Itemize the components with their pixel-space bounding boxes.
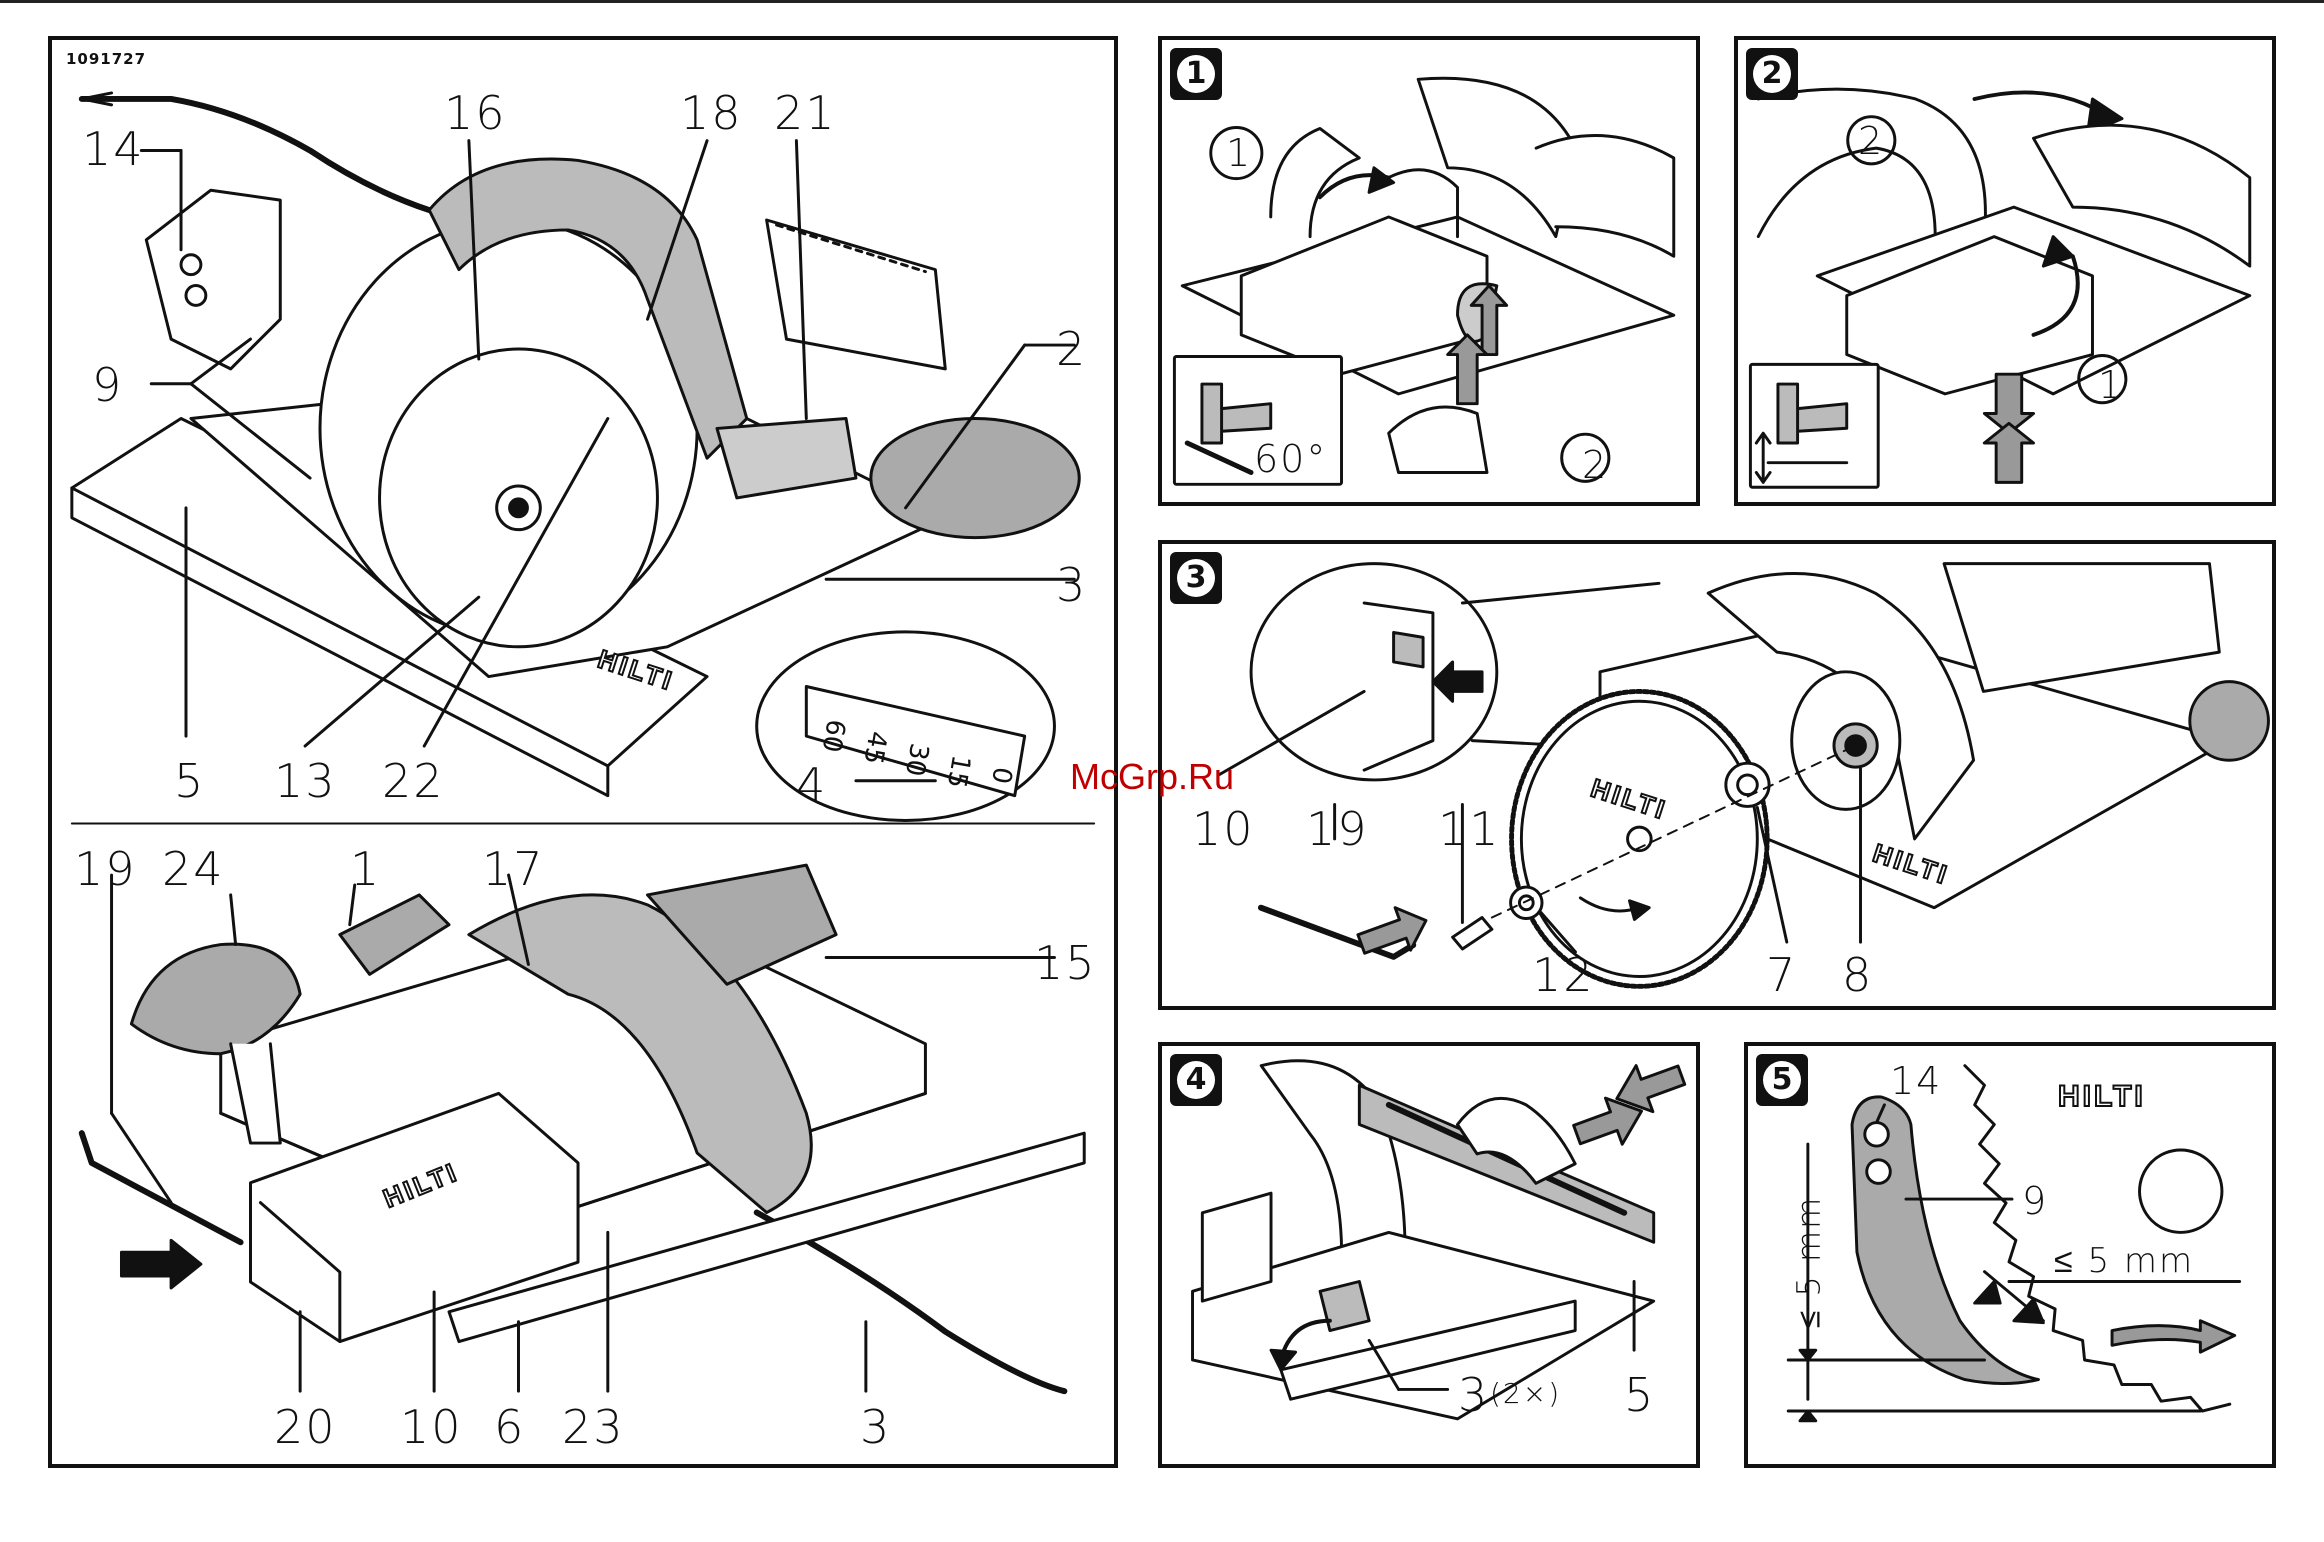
step-3-label-11: 11 <box>1438 806 1501 852</box>
label-24: 24 <box>162 846 225 892</box>
step-3-badge: 3 <box>1170 552 1222 604</box>
step-5-panel: 5 14 9 ≤ 5 mm ≤ 5 mm HILTI <box>1744 1042 2276 1468</box>
step-3-badge-number: 3 <box>1177 559 1215 597</box>
step-4-badge: 4 <box>1170 1054 1222 1106</box>
scale-mark: 30 <box>899 741 934 779</box>
step-1-angle: 60° <box>1254 440 1327 478</box>
step-4-label-3: 3 <box>1458 1372 1489 1418</box>
step-3-label-8: 8 <box>1842 952 1873 998</box>
step-4-drawing <box>1162 1046 1696 1464</box>
step-3-label-12: 12 <box>1532 952 1595 998</box>
label-6: 6 <box>494 1404 525 1450</box>
step-5-dim-vertical: ≤ 5 mm <box>1792 1196 1824 1329</box>
step-2-marker-2: 2 <box>1858 122 1884 160</box>
label-16: 16 <box>444 90 507 136</box>
label-20: 20 <box>274 1404 337 1450</box>
label-18: 18 <box>680 90 743 136</box>
step-5-label-14: 14 <box>1890 1062 1942 1100</box>
scale-mark: 60 <box>816 717 851 755</box>
scale-mark: 15 <box>941 753 976 791</box>
label-23: 23 <box>562 1404 625 1450</box>
step-1-badge: 1 <box>1170 48 1222 100</box>
step-2-panel: 2 2 1 <box>1734 36 2276 506</box>
label-15: 15 <box>1034 940 1097 986</box>
step-5-brand: HILTI <box>2058 1080 2146 1114</box>
label-17: 17 <box>482 846 545 892</box>
step-4-label-5: 5 <box>1624 1372 1655 1418</box>
label-3-bottom: 3 <box>860 1404 891 1450</box>
step-1-badge-number: 1 <box>1177 55 1215 93</box>
step-4-label-3-suffix: (2×) <box>1490 1380 1561 1408</box>
label-9: 9 <box>92 362 123 408</box>
step-1-marker-2: 2 <box>1582 446 1608 484</box>
step-2-badge: 2 <box>1746 48 1798 100</box>
label-3-top: 3 <box>1056 562 1087 608</box>
label-22: 22 <box>382 758 445 804</box>
step-1-panel: 1 1 2 60° <box>1158 36 1700 506</box>
step-5-badge-number: 5 <box>1763 1061 1801 1099</box>
step-3-drawing <box>1162 544 2272 1006</box>
step-5-label-9: 9 <box>2022 1182 2048 1220</box>
step-1-marker-1: 1 <box>1226 134 1252 172</box>
scale-mark: 45 <box>857 729 892 767</box>
step-2-drawing <box>1738 40 2272 502</box>
label-1: 1 <box>350 846 381 892</box>
step-5-badge: 5 <box>1756 1054 1808 1106</box>
label-19-bottom: 19 <box>74 846 137 892</box>
step-1-drawing <box>1162 40 1696 502</box>
step-3-label-19: 19 <box>1306 806 1369 852</box>
label-4: 4 <box>796 762 827 808</box>
label-2: 2 <box>1056 326 1087 372</box>
watermark: McGrp.Ru <box>1070 756 1234 798</box>
step-3-label-7: 7 <box>1766 952 1797 998</box>
document-code: 1091727 <box>66 52 146 67</box>
label-10-bottom: 10 <box>400 1404 463 1450</box>
label-5-top: 5 <box>174 758 205 804</box>
label-14: 14 <box>82 126 145 172</box>
step-3-panel: 3 10 19 11 12 7 8 HILTI HILTI <box>1158 540 2276 1010</box>
step-3-label-10: 10 <box>1192 806 1255 852</box>
step-4-panel: 4 3 (2×) 5 <box>1158 1042 1700 1468</box>
step-5-dim-gap: ≤ 5 mm <box>2054 1244 2194 1278</box>
step-2-badge-number: 2 <box>1753 55 1791 93</box>
label-13: 13 <box>274 758 337 804</box>
step-4-badge-number: 4 <box>1177 1061 1215 1099</box>
step-2-marker-1: 1 <box>2098 366 2124 404</box>
top-rule <box>0 0 2324 3</box>
label-21: 21 <box>774 90 837 136</box>
